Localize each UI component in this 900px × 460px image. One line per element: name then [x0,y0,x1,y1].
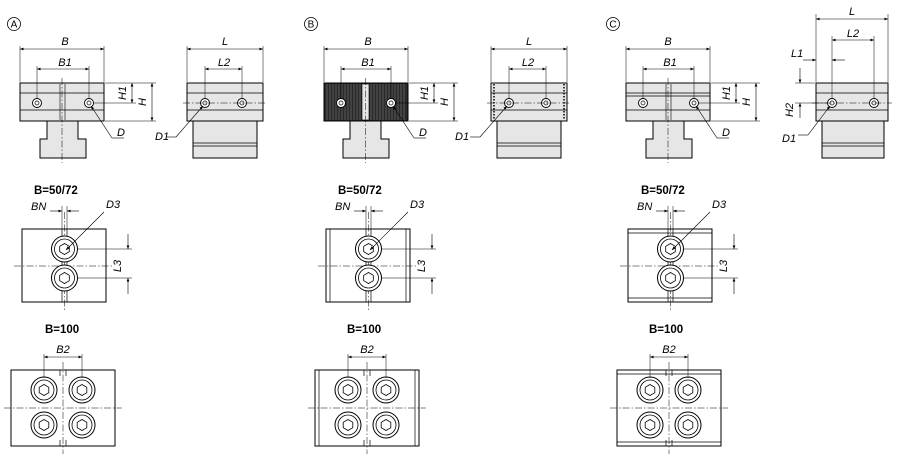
variant-c-dim-l: L [849,6,855,18]
variant-a-dim-b: B [61,36,68,48]
variant-b-dim-b: B [364,36,371,48]
variant-a-dim-d: D [117,127,125,139]
variant-a-large-plate: B2 [4,344,122,454]
variant-b-large-plate: B2 [308,344,426,454]
variant-a-large-label: B=100 [45,324,79,336]
variant-a-dim-d1: D1 [155,131,169,143]
variant-c-dim-bn: BN [637,201,652,213]
variant-c-dim-d1: D1 [782,133,796,145]
variant-a-badge [7,17,21,31]
variant-c-dim-b2: B2 [662,344,675,356]
variant-a-front-view: B B1 H1 H D [19,36,156,163]
variant-b-dim-b1: B1 [361,57,374,69]
variant-a: A B B1 [4,17,267,454]
variant-b-small-label: B=50/72 [338,185,382,197]
variant-c: C B B1 H1 [606,6,892,454]
variant-c-dim-l2: L2 [847,28,859,40]
variant-c-dim-b: B [664,36,671,48]
variant-c-dim-d3: D3 [712,199,727,211]
variant-a-small-label: B=50/72 [34,185,78,197]
variant-b-dim-d: D [419,127,427,139]
variant-c-large-label: B=100 [649,324,683,336]
variant-b-small-plate: BN D3 L3 [318,199,436,310]
variant-c-dim-l3: L3 [718,259,730,272]
variant-b-dim-l: L [526,36,532,48]
variant-a-dim-bn: BN [31,201,46,213]
variant-b-dim-h1: H1 [419,86,431,100]
variant-c-dim-h2: H2 [784,103,796,117]
variant-b-dim-l3: L3 [416,259,428,272]
variant-c-badge [606,17,620,31]
variant-a-dim-h1: H1 [117,86,129,100]
variant-a-dim-b1: B1 [58,57,71,69]
variant-b-large-label: B=100 [347,324,381,336]
variant-b-dim-h: H [439,98,451,106]
variant-a-small-plate: BN D3 L3 [14,199,132,310]
variant-a-dim-d3: D3 [106,199,121,211]
variant-c-dim-b1: B1 [663,57,676,69]
variant-a-dim-b2: B2 [56,344,69,356]
variant-c-small-label: B=50/72 [641,185,685,197]
variant-b-dim-b2: B2 [360,344,373,356]
variant-c-dim-h1: H1 [721,86,733,100]
variant-b-side-view: L L2 D1 [455,36,571,159]
variant-a-dim-l2: L2 [218,57,230,69]
variant-a-letter: A [11,20,18,31]
variant-c-letter: C [609,20,616,31]
variant-c-small-plate: BN D3 L3 [620,199,738,310]
variant-b-dim-bn: BN [335,201,350,213]
variant-c-dim-l1: L1 [791,48,803,60]
variant-b-badge [304,17,318,31]
variant-b-front-view: B B1 H1 H D [323,36,458,163]
variant-c-dim-h: H [741,98,753,106]
variant-b-dim-d1: D1 [455,131,469,143]
variant-c-large-plate: B2 [610,344,728,454]
variant-b-letter: B [308,20,315,31]
variant-b-dim-d3: D3 [410,199,425,211]
variant-c-side-view: L L2 L1 H2 D1 [782,6,892,159]
variant-c-front-view: B B1 H1 H D [625,36,760,163]
variant-c-dim-d: D [722,127,730,139]
variant-b-dim-l2: L2 [522,57,534,69]
variant-b: B [304,17,571,454]
variant-a-dim-h: H [137,98,149,106]
variant-a-side-view: L L2 D1 [155,36,267,159]
variant-a-dim-l: L [222,36,228,48]
variant-a-dim-l3: L3 [112,259,124,272]
